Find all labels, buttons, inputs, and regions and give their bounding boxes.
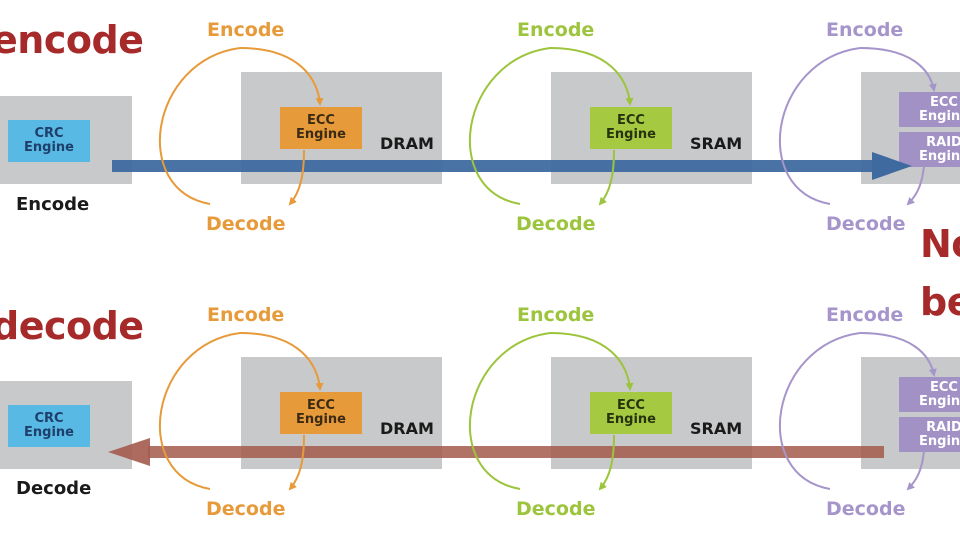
sram-label-top: SRAM — [690, 134, 743, 153]
note-line-2: be — [920, 280, 960, 324]
sram-decode-label-bottom: Decode — [516, 498, 596, 520]
nand-decode-label-top: Decode — [826, 213, 906, 235]
sram-loop-bottom — [468, 332, 634, 491]
ecc-engine-nand-top: ECC Engine — [899, 92, 960, 127]
ecc-engine-nand-bottom: ECC Engine — [899, 377, 960, 412]
dram-label-bottom: DRAM — [380, 419, 434, 438]
nand-encode-label-bottom: Encode — [826, 304, 904, 326]
crc-engine-top: CRC Engine — [8, 120, 90, 162]
sram-decode-label-top: Decode — [516, 213, 596, 235]
note-line-1: No — [920, 222, 960, 266]
nand-loop-bottom — [778, 332, 937, 491]
decode-flow-arrow — [108, 438, 884, 466]
dram-label-top: DRAM — [380, 134, 434, 153]
ecc-engine-dram-bottom: ECC Engine — [280, 392, 362, 434]
ecc-engine-sram-top: ECC Engine — [590, 107, 672, 149]
dram-decode-label-top: Decode — [206, 213, 286, 235]
crc-engine-bottom: CRC Engine — [8, 405, 90, 447]
nand-loop-top — [778, 47, 937, 206]
ecc-engine-dram-top: ECC Engine — [280, 107, 362, 149]
dram-loop-top — [158, 47, 324, 206]
nand-encode-label-top: Encode — [826, 19, 904, 41]
encode-flow-arrow — [112, 152, 912, 180]
dram-decode-label-bottom: Decode — [206, 498, 286, 520]
sram-loop-top — [468, 47, 634, 206]
raid-engine-nand-top: RAID Engine — [899, 132, 960, 167]
dram-encode-label-bottom: Encode — [207, 304, 285, 326]
crc-caption-bottom: Decode — [16, 478, 92, 499]
dram-encode-label-top: Encode — [207, 19, 285, 41]
raid-engine-nand-bottom: RAID Engine — [899, 417, 960, 452]
ecc-engine-sram-bottom: ECC Engine — [590, 392, 672, 434]
encode-heading: encode — [0, 18, 144, 62]
crc-caption-top: Encode — [16, 194, 90, 215]
sram-label-bottom: SRAM — [690, 419, 743, 438]
sram-encode-label-top: Encode — [517, 19, 595, 41]
decode-heading: decode — [0, 304, 144, 348]
sram-encode-label-bottom: Encode — [517, 304, 595, 326]
nand-decode-label-bottom: Decode — [826, 498, 906, 520]
dram-loop-bottom — [158, 332, 324, 491]
